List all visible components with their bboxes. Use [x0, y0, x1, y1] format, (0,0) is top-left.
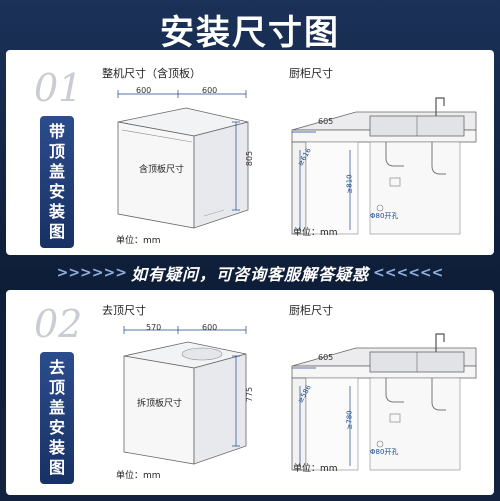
panel-with-top-cover: 01 带顶盖安装图 整机尺寸（含顶板） 厨柜尺寸 600 600 805 含顶板…	[6, 50, 494, 255]
cab-unit-label: 单位：mm	[293, 464, 338, 474]
banner-arrows-left: >>>>>>	[56, 265, 127, 281]
unit-label: 单位：mm	[116, 236, 161, 246]
machine-size-title: 去顶尺寸	[102, 304, 146, 317]
cabinet-size-title: 厨柜尺寸	[289, 67, 333, 80]
banner-text: 如有疑问，可咨询客服解答疑惑	[130, 265, 369, 284]
cab-unit-label: 单位：mm	[293, 228, 338, 238]
section-tag: 带顶盖安装图	[40, 116, 74, 248]
page-title: 安装尺寸图	[160, 12, 340, 53]
cab-depth: 605	[318, 117, 334, 126]
dishwasher-drawing	[117, 90, 249, 229]
machine-size-title: 整机尺寸（含顶板）	[102, 67, 201, 80]
panel-without-top-cover: 02 去顶盖安装图 去顶尺寸 厨柜尺寸 570 600 775 拆顶板尺寸 单位…	[6, 290, 494, 495]
cabinet-drawing	[291, 333, 477, 471]
machine-label: 拆顶板尺寸	[137, 399, 183, 409]
section-number: 01	[34, 66, 83, 110]
cab-height: ≥780	[345, 410, 354, 430]
notice-banner: >>>>>> 如有疑问，可咨询客服解答疑惑 <<<<<<	[0, 258, 500, 288]
cabinet-size-title: 厨柜尺寸	[289, 304, 333, 317]
dim-width-2: 600	[202, 86, 218, 95]
cab-depth: 605	[318, 353, 334, 362]
section-number: 02	[34, 302, 83, 346]
dim-width-1: 600	[136, 86, 152, 95]
cabinet-drawing	[291, 97, 477, 235]
section-tag: 去顶盖安装图	[40, 352, 74, 484]
banner-arrows-right: <<<<<<	[373, 265, 444, 281]
dim-width-1: 570	[146, 323, 162, 332]
dim-height: 805	[245, 150, 255, 167]
hole-label: Φ80开孔	[370, 212, 399, 220]
hole-label: Φ80开孔	[370, 448, 399, 456]
dishwasher-drawing	[123, 326, 247, 465]
dim-width-2: 600	[202, 323, 218, 332]
machine-label: 含顶板尺寸	[139, 165, 185, 175]
unit-label: 单位：mm	[116, 471, 161, 481]
dim-height: 775	[245, 386, 255, 403]
cab-height: ≥810	[345, 174, 354, 194]
